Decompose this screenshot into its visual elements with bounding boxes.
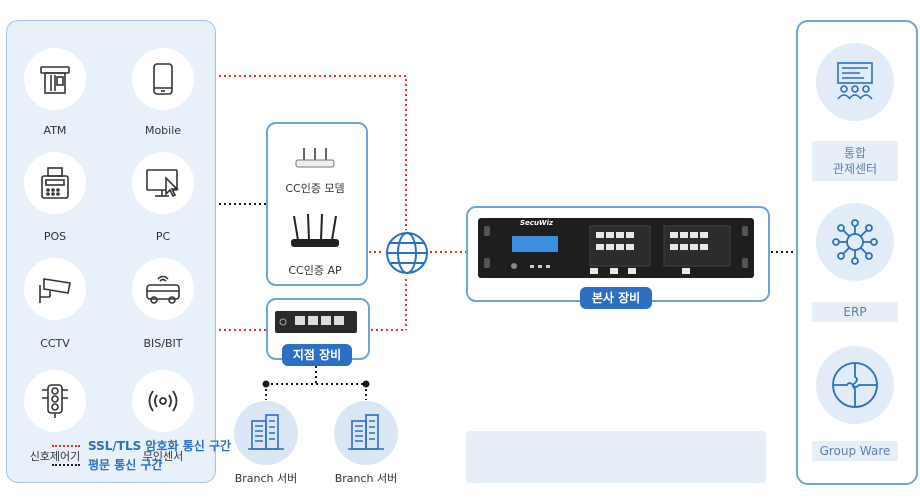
mobile-label: Mobile <box>144 124 182 137</box>
ap-router-icon <box>291 214 339 247</box>
atm-icon <box>24 48 86 110</box>
cctv-label: CCTV <box>40 337 70 350</box>
pos-label: POS <box>43 230 67 243</box>
sensor-label: 무인센서 <box>142 450 184 463</box>
traffic-label: 신호제어기 <box>29 450 81 463</box>
hq-brand-label: SecuWiz <box>520 219 554 227</box>
legend <box>466 431 766 483</box>
branch-appliance-icon <box>275 311 357 333</box>
hq-device-badge: 본사 장비 <box>580 287 652 309</box>
legend-plain-swatch <box>52 463 80 466</box>
branch-server-2-label: Branch 서버 <box>334 472 398 485</box>
pc-label: PC <box>155 230 171 243</box>
legend-ssl-swatch <box>52 444 80 447</box>
control-center-label: 통합 관제센터 <box>812 141 898 181</box>
mobile-icon <box>132 48 194 110</box>
bis-label: BIS/BIT <box>143 337 183 350</box>
legend-ssl-label: SSL/TLS 암호화 통신 구간 <box>88 439 232 453</box>
legend-plain-row: 평문 통신 구간 <box>52 456 163 473</box>
groupware-icon <box>816 346 894 424</box>
branch-server-2-icon <box>334 401 398 465</box>
modem-icon <box>295 148 335 168</box>
branch-server-1-label: Branch 서버 <box>234 472 298 485</box>
branch-server-1-icon <box>234 401 298 465</box>
wireless-sensor-icon <box>132 370 194 432</box>
legend-ssl-row: SSL/TLS 암호화 통신 구간 <box>52 437 231 454</box>
globe-icon <box>386 232 428 274</box>
erp-label: ERP <box>812 302 898 322</box>
cctv-icon <box>24 258 86 320</box>
internet-globe <box>384 230 430 276</box>
erp-icon <box>816 203 894 281</box>
control-center-icon <box>816 43 894 121</box>
traffic-light-icon <box>24 370 86 432</box>
ap-label: CC인증 AP <box>288 264 342 277</box>
hq-appliance-icon <box>478 218 754 278</box>
branch-device-badge: 지점 장비 <box>282 344 352 366</box>
pc-icon <box>132 152 194 214</box>
legend-plain-label: 평문 통신 구간 <box>88 458 163 472</box>
cc-device-box <box>266 122 368 286</box>
pos-icon <box>24 152 86 214</box>
atm-label: ATM <box>43 124 67 137</box>
plain-line-branch-servers <box>265 366 367 400</box>
groupware-label: Group Ware <box>812 441 898 461</box>
bus-icon <box>132 258 194 320</box>
modem-label: CC인증 모뎀 <box>285 182 345 195</box>
